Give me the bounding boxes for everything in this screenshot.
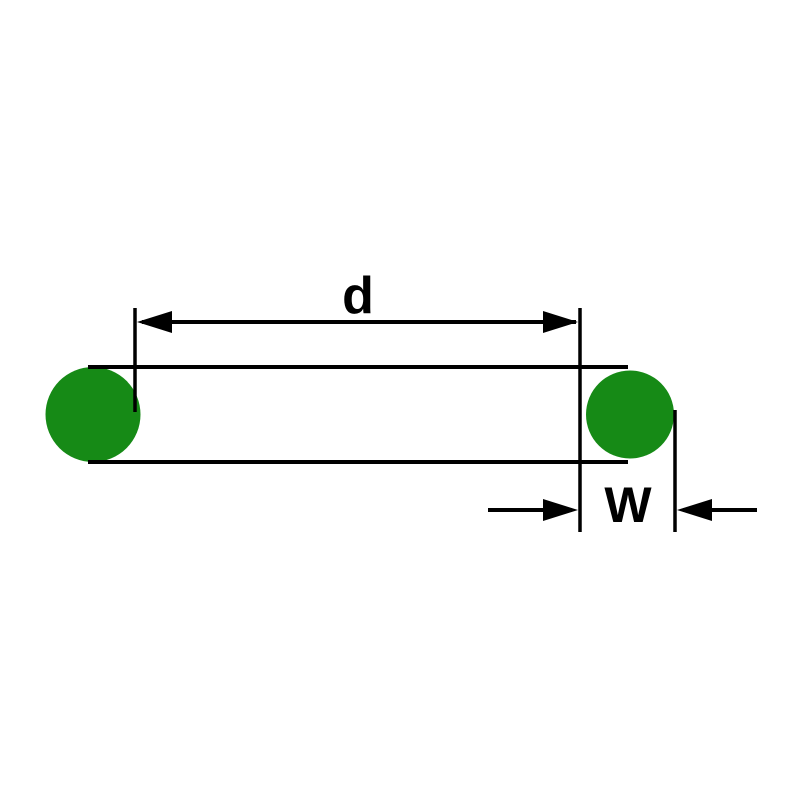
width-arrowhead-right	[677, 499, 712, 521]
diameter-label: d	[342, 267, 374, 325]
o-ring-cross-section-left	[45, 367, 141, 462]
width-label: W	[604, 477, 652, 533]
diameter-arrowhead-right	[543, 311, 578, 333]
width-arrowhead-left	[543, 499, 578, 521]
diameter-arrowhead-left	[137, 311, 172, 333]
o-ring-cross-section-right	[586, 370, 674, 459]
